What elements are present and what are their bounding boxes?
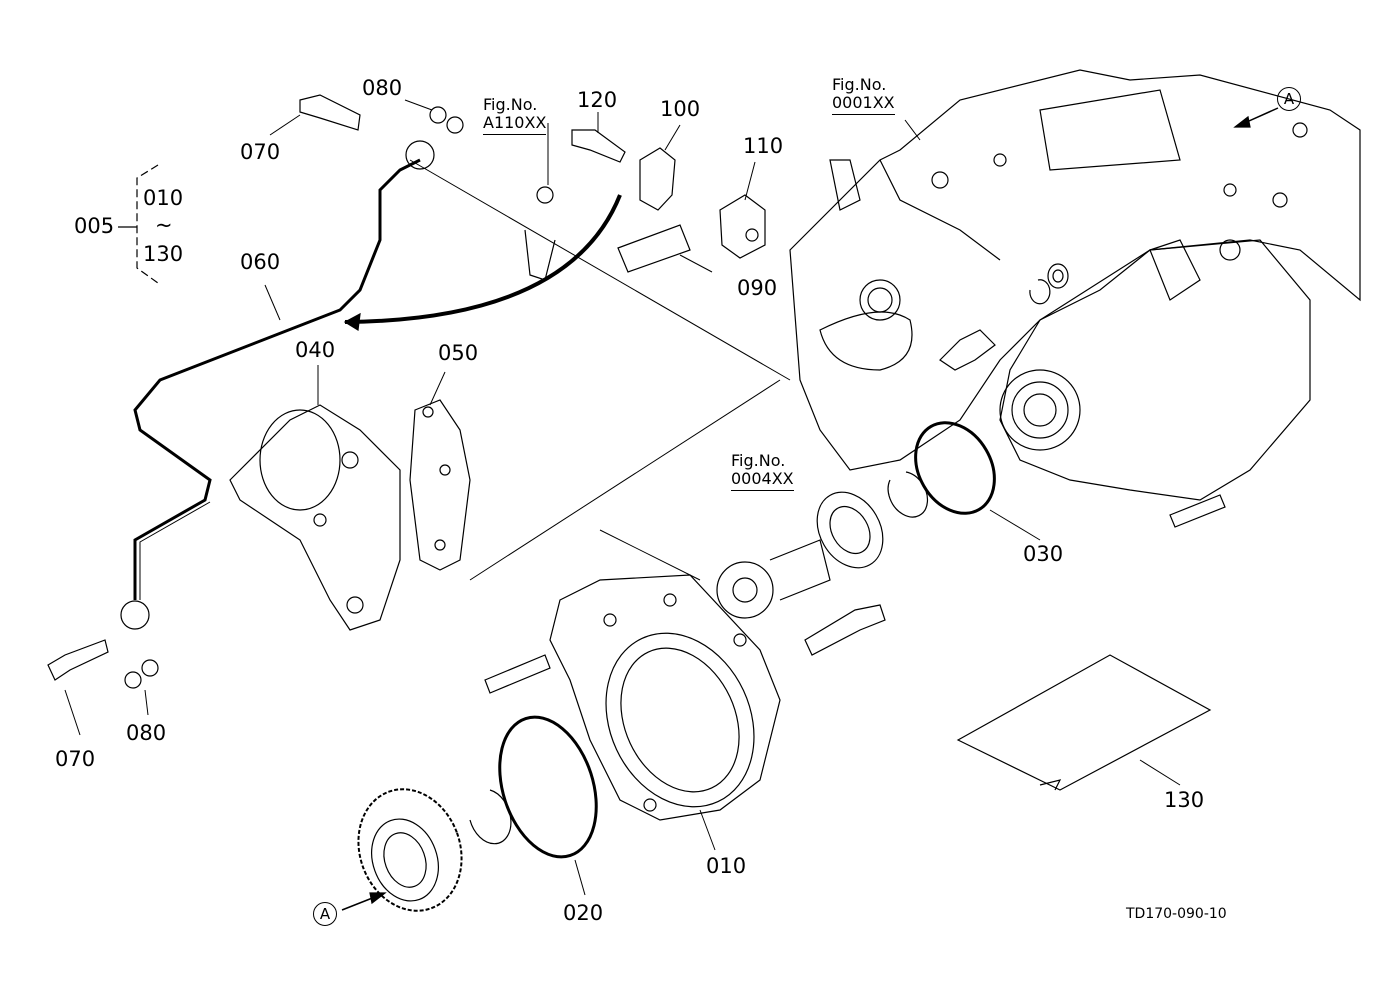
part-label-080-bottom[interactable]: 080 — [126, 721, 167, 745]
figure-ref-0001xx[interactable]: Fig.No. 0001XX — [832, 75, 895, 115]
figure-ref-prefix: Fig.No. — [832, 75, 887, 94]
banjo-bolt-top — [299, 94, 361, 131]
housing-040 — [229, 404, 401, 631]
washers-bottom — [124, 659, 159, 689]
o-ring-020 — [498, 715, 598, 859]
gear-snap-ring — [469, 789, 512, 845]
routing-arrow — [344, 194, 622, 324]
figure-ref-0004xx[interactable]: Fig.No. 0004XX — [731, 451, 794, 491]
clamp-110 — [719, 194, 766, 259]
assembly-range-from: 010 — [143, 186, 184, 210]
elbow-fitting — [939, 329, 996, 371]
assembly-range-to: 130 — [143, 242, 184, 266]
banjo-top — [405, 140, 435, 170]
part-label-080-top[interactable]: 080 — [362, 76, 403, 100]
assembly-range-symbol: ~ — [155, 213, 173, 237]
part-label-120[interactable]: 120 — [577, 88, 618, 112]
pump-body — [999, 239, 1311, 501]
drawing-number: TD170-090-10 — [1126, 906, 1227, 922]
gasket-050 — [409, 399, 471, 571]
figure-ref-prefix: Fig.No. — [731, 451, 786, 470]
bracket-100 — [639, 147, 676, 211]
part-label-060[interactable]: 060 — [240, 250, 281, 274]
reference-marker-a-top: A — [1277, 87, 1301, 111]
snap-clip — [1029, 279, 1051, 305]
assembly-bracket — [136, 164, 159, 284]
part-label-090[interactable]: 090 — [737, 276, 778, 300]
banjo-bolt-bottom — [47, 639, 109, 681]
engine-block — [789, 69, 1361, 471]
case-stud — [484, 654, 551, 694]
part-label-010[interactable]: 010 — [706, 854, 747, 878]
reference-marker-a-bottom: A — [313, 902, 337, 926]
figure-ref-a110xx[interactable]: Fig.No. A110XX — [483, 95, 547, 135]
part-label-130[interactable]: 130 — [1164, 788, 1205, 812]
case-bolt — [804, 604, 886, 656]
figure-ref-code: 0004XX — [731, 470, 794, 491]
assembly-number: 005 — [74, 214, 115, 238]
sticker-130 — [956, 654, 1212, 791]
plate-090 — [617, 224, 691, 273]
part-label-050[interactable]: 050 — [438, 341, 479, 365]
stud — [1169, 494, 1226, 528]
part-label-070-top[interactable]: 070 — [240, 140, 281, 164]
figure-ref-code: A110XX — [483, 114, 547, 135]
pipe-060 — [133, 158, 421, 600]
part-label-040[interactable]: 040 — [295, 338, 336, 362]
pipe-clip — [524, 229, 556, 281]
snap-ring — [887, 471, 929, 518]
part-label-100[interactable]: 100 — [660, 97, 701, 121]
gear-case-010 — [549, 574, 781, 821]
part-label-030[interactable]: 030 — [1023, 542, 1064, 566]
large-gear — [357, 788, 463, 912]
figure-ref-code: 0001XX — [832, 94, 895, 115]
seal-ring — [1047, 263, 1069, 289]
bolt-120 — [571, 129, 626, 163]
o-ring-030 — [914, 421, 996, 515]
banjo-bottom — [120, 600, 150, 630]
part-label-020[interactable]: 020 — [563, 901, 604, 925]
figure-ref-prefix: Fig.No. — [483, 95, 538, 114]
leader-lines — [64, 99, 1181, 896]
part-label-070-bottom[interactable]: 070 — [55, 747, 96, 771]
washers-top — [429, 106, 464, 134]
bearing — [816, 491, 884, 569]
drive-gear — [716, 539, 831, 619]
part-label-110[interactable]: 110 — [743, 134, 784, 158]
